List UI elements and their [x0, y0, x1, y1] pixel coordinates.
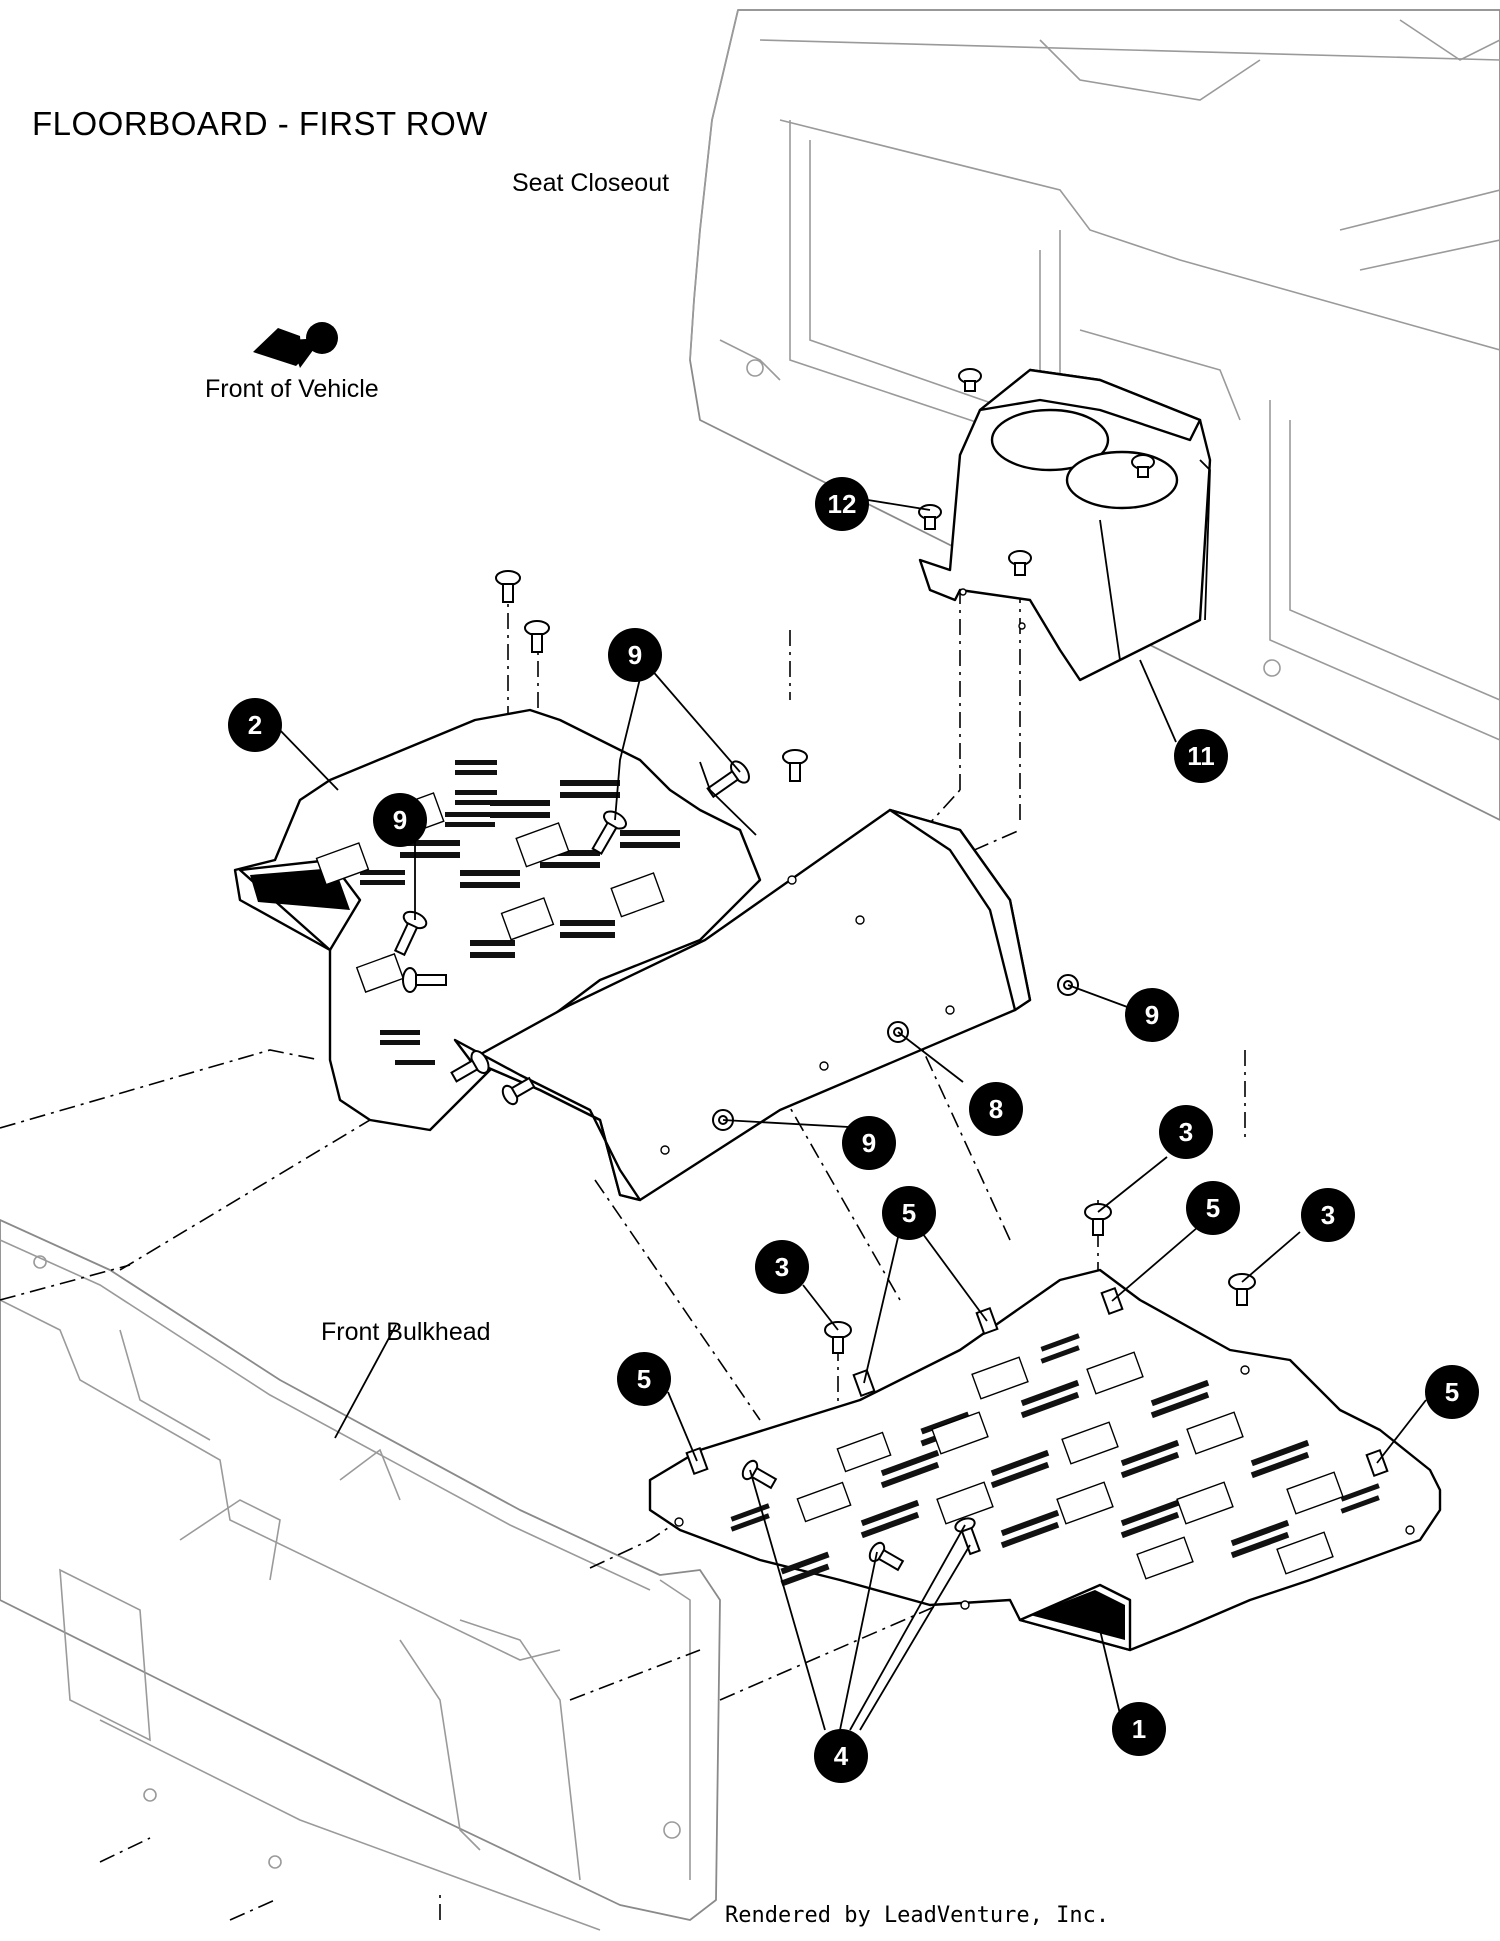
callout-3: 3 [1301, 1188, 1355, 1242]
front-bulkhead-drawing [0, 1219, 721, 1931]
diagram-title: FLOORBOARD - FIRST ROW [32, 105, 488, 142]
label-seat-closeout: Seat Closeout [512, 169, 670, 197]
label-front-bulkhead: Front Bulkhead [321, 1318, 491, 1346]
callout-2: 2 [228, 698, 282, 752]
callout-1: 1 [1112, 1702, 1166, 1756]
callout-5: 5 [882, 1186, 936, 1240]
callout-3: 3 [755, 1240, 809, 1294]
leader-lines [275, 499, 1427, 1731]
render-credit: Rendered by LeadVenture, Inc. [725, 1903, 1110, 1928]
part-2-upper-floor-panel [233, 708, 762, 1132]
callout-3: 3 [1159, 1105, 1213, 1159]
callout-12: 12 [815, 477, 869, 531]
callout-8: 8 [969, 1082, 1023, 1136]
callout-9: 9 [373, 793, 427, 847]
label-front-of-vehicle: Front of Vehicle [205, 375, 379, 403]
callout-11: 11 [1174, 729, 1228, 783]
callout-5: 5 [617, 1352, 671, 1406]
callout-4: 4 [814, 1729, 868, 1783]
part-1-lower-floor-panel [648, 1268, 1442, 1652]
front-of-vehicle-arrow-icon [253, 322, 338, 368]
callout-9: 9 [842, 1116, 896, 1170]
callout-5: 5 [1425, 1365, 1479, 1419]
callout-9: 9 [608, 628, 662, 682]
callout-9: 9 [1125, 988, 1179, 1042]
callout-5: 5 [1186, 1181, 1240, 1235]
